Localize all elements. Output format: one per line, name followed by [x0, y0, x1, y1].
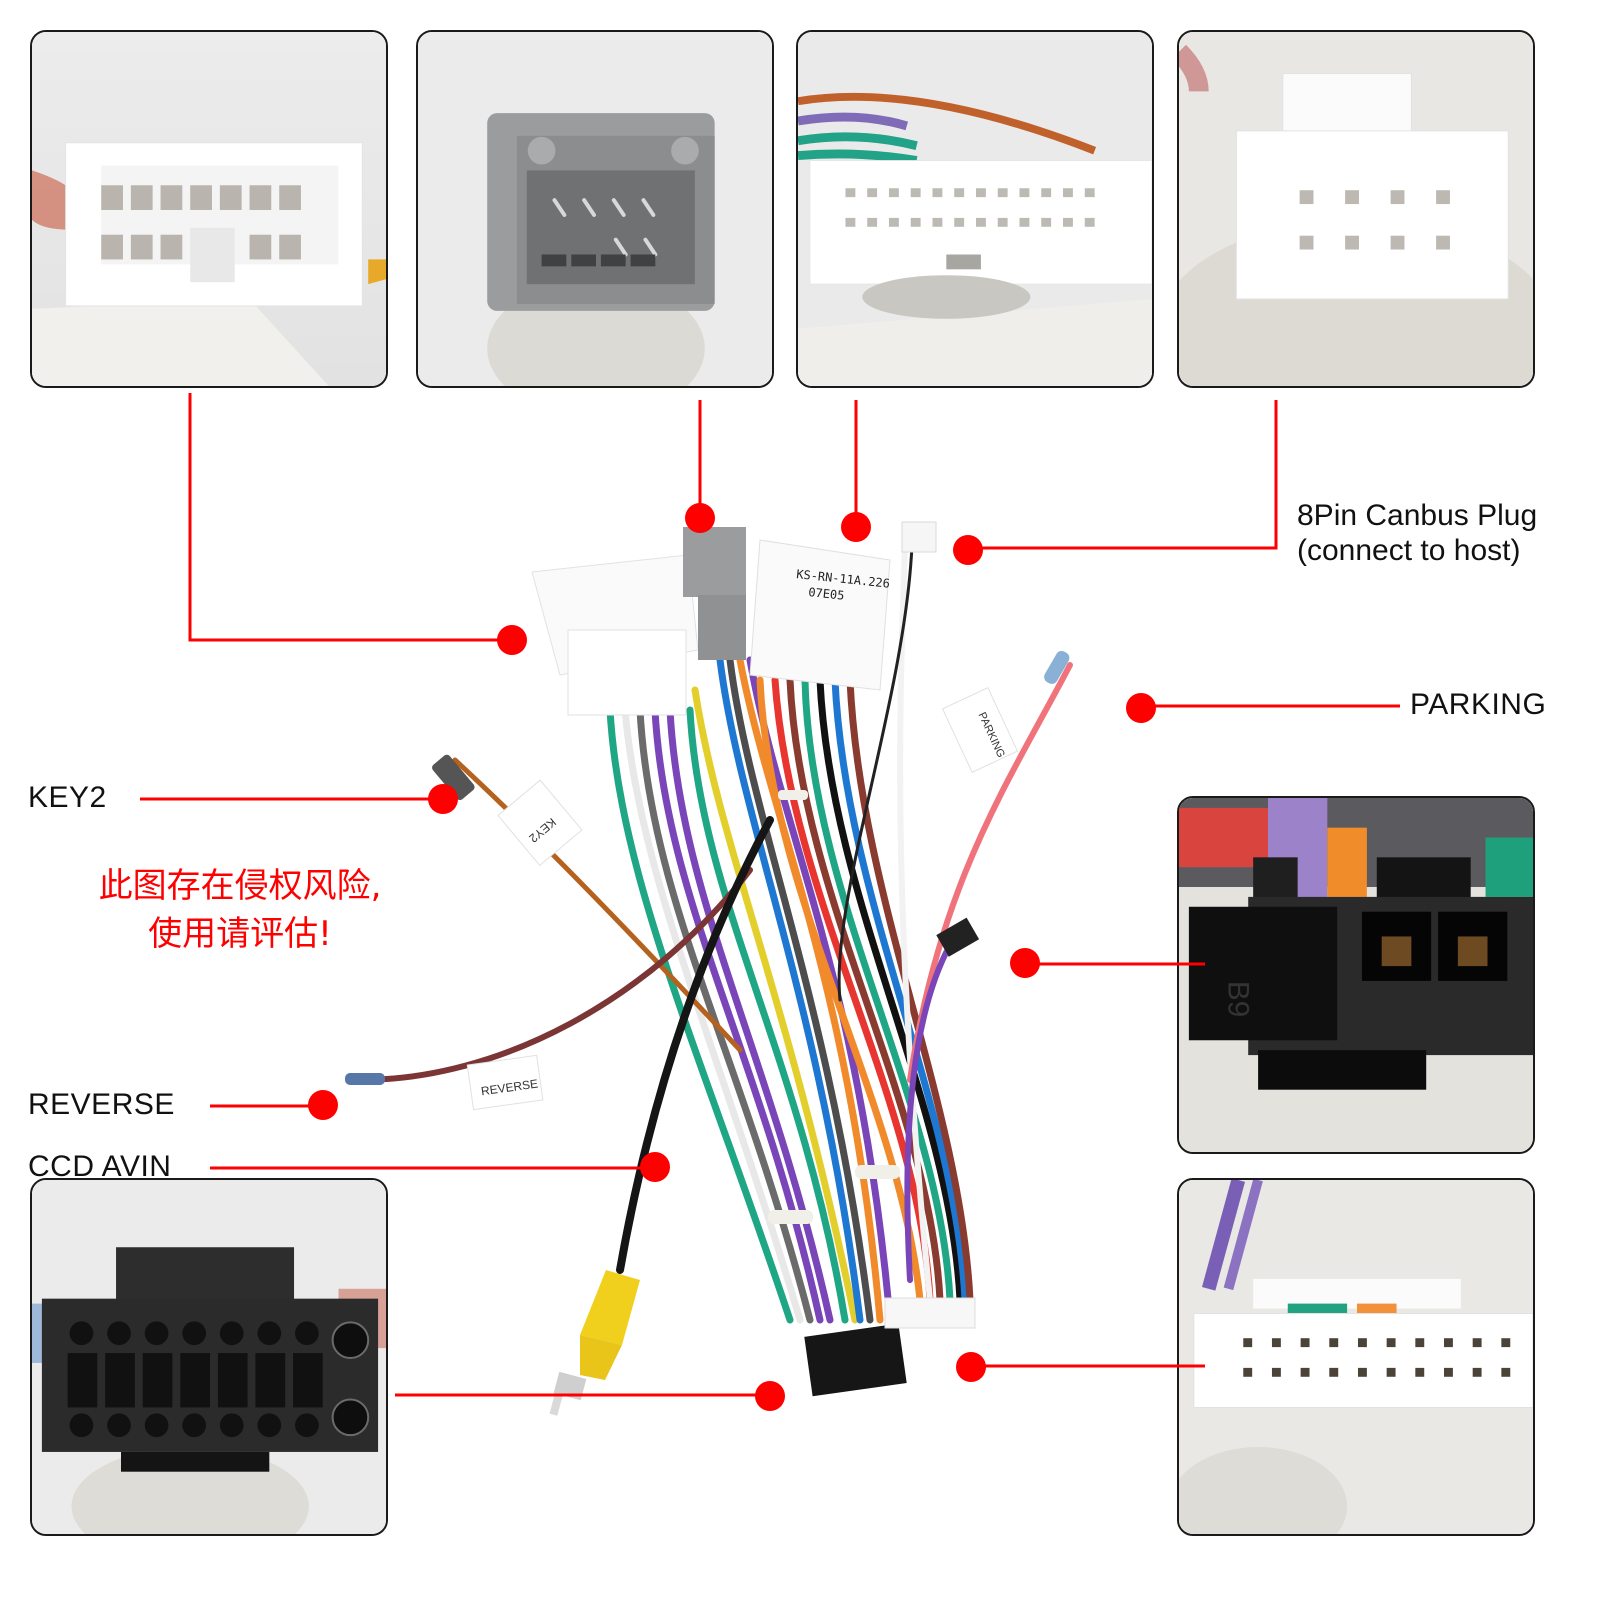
grey-8pin-connector-photo — [416, 30, 774, 388]
key2-wire-tag: KEY2 — [432, 754, 583, 866]
ccd-avin-label: CCD AVIN — [28, 1150, 172, 1183]
black-16pin-iso-plug — [804, 1323, 907, 1397]
black-2pin-illustration: B9 — [1179, 798, 1533, 1152]
cable-tie — [855, 1165, 900, 1179]
black-2pin-connector-photo: B9 — [1177, 796, 1535, 1154]
parking-wire-tag: PARKING — [941, 650, 1070, 773]
canbus-plug-illustration — [1179, 32, 1533, 386]
key2-label: KEY2 — [28, 781, 107, 814]
connector-batch-code: 07E05 — [808, 585, 845, 603]
warning-line2: 使用请评估! — [148, 914, 332, 954]
canbus-8pin-plug — [901, 521, 937, 553]
white-24pin-connector-photo — [796, 30, 1154, 388]
canbus-label-line2: (connect to host) — [1297, 534, 1521, 567]
white-20pin-illustration — [1179, 1180, 1533, 1534]
b9-marking: B9 — [1221, 981, 1254, 1017]
reverse-label: REVERSE — [28, 1088, 175, 1121]
parking-label: PARKING — [1410, 688, 1547, 721]
white-24pin-connector: KS-RN-11A.226 07E05 — [749, 539, 891, 691]
copyright-warning: 此图存在侵权风险, 使用请评估! — [60, 862, 420, 958]
black-iso-illustration — [32, 1180, 386, 1534]
canbus-8pin-plug-photo — [1177, 30, 1535, 388]
cable-tie — [768, 1210, 813, 1224]
reverse-wire-tag: REVERSE — [345, 1054, 544, 1111]
rca-video-plug — [549, 1270, 640, 1416]
white-24pin-illustration — [798, 32, 1152, 386]
black-2pin-connector — [936, 917, 980, 957]
canbus-label-line1: 8Pin Canbus Plug — [1297, 499, 1538, 532]
white-16pin-connector — [531, 554, 699, 716]
white-16pin-connector-photo — [30, 30, 388, 388]
black-16pin-iso-connector-photo — [30, 1178, 388, 1536]
grey-8pin-connector — [683, 527, 746, 660]
canbus-plug-label: 8Pin Canbus Plug (connect to host) — [1297, 498, 1537, 568]
warning-line1: 此图存在侵权风险, — [98, 866, 382, 906]
white-20pin-plug — [884, 1297, 976, 1329]
white-connector-illustration — [32, 32, 386, 386]
cable-tie — [778, 790, 808, 800]
white-20pin-connector-photo — [1177, 1178, 1535, 1536]
grey-connector-illustration — [418, 32, 772, 386]
harness-wires — [357, 542, 1073, 1324]
